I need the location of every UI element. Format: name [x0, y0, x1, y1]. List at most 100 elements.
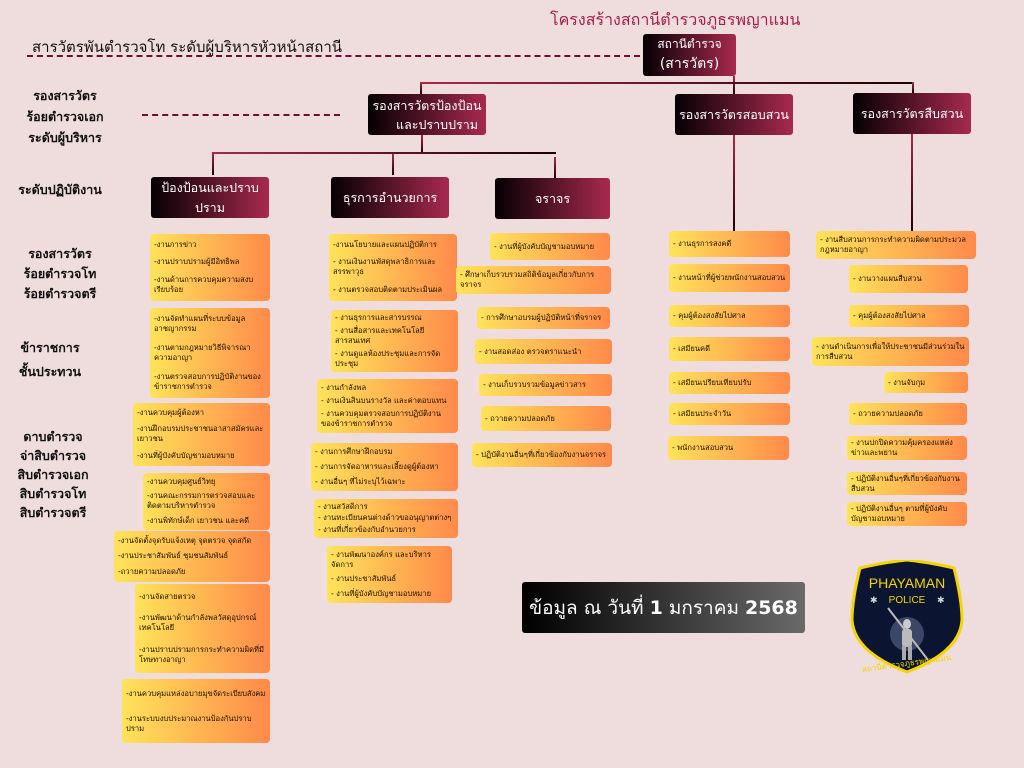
task-box-investigation: - ปฏิบัติงานอื่นๆที่เกี่ยวข้องกับงานสืบส… — [847, 472, 967, 495]
task-item: - งานดูแลห้องประชุมและการจัดประชุม — [335, 348, 441, 368]
task-box-inquiry: - งานธุรการสงคดี — [669, 231, 790, 257]
task-box-traffic: - ปฏิบัติงานอื่นๆที่เกี่ยวข้องกับงานจราจ… — [472, 443, 612, 467]
level-text: จ่าสิบตำรวจ — [19, 448, 87, 463]
task-item: -งานปราบปรามการกระทำความผิดที่มีโทษทางอา… — [139, 645, 265, 665]
date-year: 2568 — [744, 596, 798, 619]
task-item: - การศึกษาอบรมผู้ปฏิบัติหน้าที่จราจร — [481, 313, 602, 322]
task-item: -ถวายความปลอดภัย — [118, 567, 186, 577]
deputy-inquiry-box: รองสารวัตรสอบสวน — [675, 94, 793, 135]
task-item: - งานการจัดอาหารและเลี้ยงดูผู้ต้องหา — [315, 461, 439, 471]
task-box-inquiry: - พนักงานสอบสวน — [668, 436, 789, 460]
dashed-divider — [142, 114, 340, 116]
task-item: - งานที่เกี่ยวข้องกับอำนวยการ — [318, 525, 416, 535]
task-box-investigation: - งานจับกุม — [884, 372, 968, 393]
level-text: รองสารวัตร — [33, 88, 97, 103]
task-item: - งานการศึกษาฝึกอบรม — [315, 447, 393, 457]
star-icon: ✱ — [870, 596, 878, 606]
level-text: ร้อยตำรวจเอก — [26, 109, 104, 124]
level-text: ร้อยตำรวจตรี — [23, 286, 97, 301]
task-box-investigation: - งานปกปิดความคุ้มครองแหล่งข่าวและพยาน — [847, 436, 967, 460]
task-item: - งานสวัสดิการ — [318, 501, 368, 511]
task-item: -งานควบคุมแหล่งอบายมุขจัดระเบียบสังคม — [126, 688, 266, 698]
connector-line — [733, 76, 735, 94]
level-label-lieutenant: รองสารวัตร ร้อยตำรวจโท ร้อยตำรวจตรี — [5, 244, 115, 304]
task-item: -งานคณะกรรมการตรวจสอบและติดตามบริหารตำรว… — [147, 491, 256, 511]
connector-line — [912, 82, 914, 93]
task-box-traffic: - การศึกษาอบรมผู้ปฏิบัติหน้าที่จราจร — [477, 307, 610, 329]
task-item: - งานธุรการสงคดี — [673, 239, 732, 248]
connector-line — [420, 82, 422, 94]
task-item: - งานสืบสวนการกระทำความผิดตามประมวลกฎหมา… — [820, 235, 966, 254]
task-item: - ถวายความปลอดภัย — [853, 409, 923, 418]
task-item: - เสมียนคดี — [673, 344, 711, 353]
task-box-inquiry: - คุมผู้ต้องสงสัยไปศาล — [669, 305, 790, 327]
station-chief-box: สถานีตำรวจ (สารวัตร) — [643, 34, 736, 76]
task-box-prevention: -งานควบคุมผู้ต้องหา-งานฝึกอบรมประชาชนอาส… — [133, 403, 270, 466]
task-item: - คุมผู้ต้องสงสัยไปศาล — [673, 311, 746, 320]
task-item: - งานที่ผู้บังคับบัญชามอบหมาย — [331, 588, 432, 598]
level-text: ข้าราชการ — [20, 340, 80, 355]
chart-title: โครงสร้างสถานีตำรวจภูธรพญาแมน — [550, 10, 801, 29]
level-text: สิบตำรวจตรี — [19, 505, 87, 520]
task-item: -งานที่ผู้บังคับบัญชามอบหมาย — [137, 450, 235, 460]
task-item: -งานควบคุมผู้ต้องหา — [137, 408, 205, 418]
task-item: - งานจับกุม — [888, 377, 926, 387]
task-item: - เสมียนประจำวัน — [673, 409, 732, 418]
station-role: (สารวัตร) — [659, 55, 720, 72]
task-box-traffic: - ศึกษาเก็บรวบรวมสถิติข้อมูลเกี่ยวกับการ… — [456, 266, 611, 294]
task-item: -งานตามกฎหมายวิธีพิจารณาความอาญา — [154, 342, 251, 362]
connector-line — [420, 82, 914, 84]
connector-line — [911, 134, 913, 231]
task-item: -งานปราบปรามผู้มีอิทธิพล — [154, 257, 240, 267]
task-item: -งานควบคุมศูนย์วิทยุ — [147, 477, 216, 487]
task-item: - งานประชาสัมพันธ์ — [331, 574, 397, 584]
task-item: - งานเงินสินบนรางวัล และค่าตอบแทน — [321, 395, 447, 405]
task-item: - ปฏิบัติงานอื่นๆ ตามที่ผู้บังคับบัญชามอ… — [851, 504, 948, 523]
task-item: - งานตรวจสอบติดตามประเมินผล — [333, 285, 442, 295]
level-text: ร้อยตำรวจโท — [23, 266, 97, 281]
task-item: - เสมียนเปรียบเทียบปรับ — [673, 378, 752, 387]
task-item: - งานสื่อสารและเทคโนโลยีสารสนเทศ — [335, 325, 425, 345]
level-label-nco: ดาบตำรวจ จ่าสิบตำรวจ สิบตำรวจเอก สิบตำรว… — [0, 427, 108, 522]
deputy-label: และปราบปราม — [396, 116, 478, 132]
level-label-operation: ระดับปฏิบัติงาน — [18, 182, 102, 197]
task-item: - งานที่ผู้บังคับบัญชามอบหมาย — [494, 241, 595, 251]
unit-prevention-box: ป้องป้อนและปราบปราม — [151, 177, 269, 218]
connector-line — [212, 152, 556, 154]
date-day: 1 — [649, 596, 663, 619]
task-box-investigation: - คุมผู้ต้องสงสัยไปศาล — [849, 305, 969, 327]
task-item: - งานวางแผนสืบสวน — [853, 274, 922, 283]
task-box-investigation: - ถวายความปลอดภัย — [849, 403, 967, 425]
task-item: - งานเงินงานพัสดุพลาธิการและสรรพาวุธ — [333, 257, 436, 277]
task-box-prevention: -งานควบคุมแหล่งอบายมุขจัดระเบียบสังคม -งา… — [122, 679, 270, 743]
task-item: - พนักงานสอบสวน — [672, 443, 734, 452]
dashed-divider — [27, 55, 640, 57]
task-box-investigation: - งานวางแผนสืบสวน — [849, 265, 968, 293]
task-box-traffic: - ถวายความปลอดภัย — [481, 406, 611, 431]
badge-middle-text: POLICE — [889, 595, 926, 606]
task-item: - งานปกปิดความคุ้มครองแหล่งข่าวและพยาน — [851, 438, 953, 457]
task-box-prevention: -งานจัดสายตรวจ-งานพัฒนาด้านกำลังพลวัสดุอ… — [135, 584, 270, 673]
task-item: -งานจัดทำแผนที่ระบบข้อมูลอาชญากรรม — [154, 314, 246, 334]
task-item: - งานเก็บรวบรวมข้อมูลข่าวสาร — [483, 380, 586, 389]
task-item: - ปฏิบัติงานอื่นๆที่เกี่ยวข้องกับงานสืบส… — [851, 474, 960, 493]
task-box-prevention: -งานจัดตั้งจุดรับแจ้งเหตุ จุดตรวจ จุดสกั… — [114, 531, 270, 582]
task-box-admin: - งานกำลังพล- งานเงินสินบนรางวัล และค่าต… — [317, 379, 458, 433]
unit-admin-box: ธุรการอำนวยการ — [331, 177, 449, 218]
deputy-label: รองสารวัตรป้องป้อน — [372, 97, 482, 113]
task-item: - ศึกษาเก็บรวบรวมสถิติข้อมูลเกี่ยวกับการ… — [460, 270, 595, 289]
head-level-label: สารวัตรพันตำรวจโท ระดับผู้บริหารหัวหน้าส… — [32, 38, 343, 56]
task-box-admin: - งานพัฒนาองค์กร และบริหารจัดการ- งานประ… — [327, 546, 452, 603]
task-item: -งานประชาสัมพันธ์ ชุมชนสัมพันธ์ — [118, 551, 229, 561]
badge-top-text: PHAYAMAN — [869, 575, 946, 591]
task-box-traffic: - งานเก็บรวบรวมข้อมูลข่าวสาร — [479, 374, 612, 396]
task-item: -งานพัฒนาด้านกำลังพลวัสดุอุปกรณ์เทคโนโลย… — [139, 613, 257, 633]
task-item: -งานนโยบายและแผนปฏิบัติการ — [333, 239, 437, 249]
task-item: - งานทะเบียนคนต่างด้าวขออนุญาตต่างๆ — [318, 513, 452, 523]
task-item: -งานการข่าว — [154, 239, 197, 249]
task-box-investigation: - ปฏิบัติงานอื่นๆ ตามที่ผู้บังคับบัญชามอ… — [847, 502, 967, 526]
date-note: ข้อมูล ณ วันที่ 1 มกราคม 2568 — [522, 582, 805, 633]
level-text: สิบตำรวจเอก — [17, 467, 89, 482]
task-item: - งานดำเนินการเพื่อให้ประชาชนมีส่วนร่วมใ… — [816, 341, 965, 361]
task-item: -งานระบบงบประมาณงานป้องกันปราบปราม — [126, 713, 252, 733]
